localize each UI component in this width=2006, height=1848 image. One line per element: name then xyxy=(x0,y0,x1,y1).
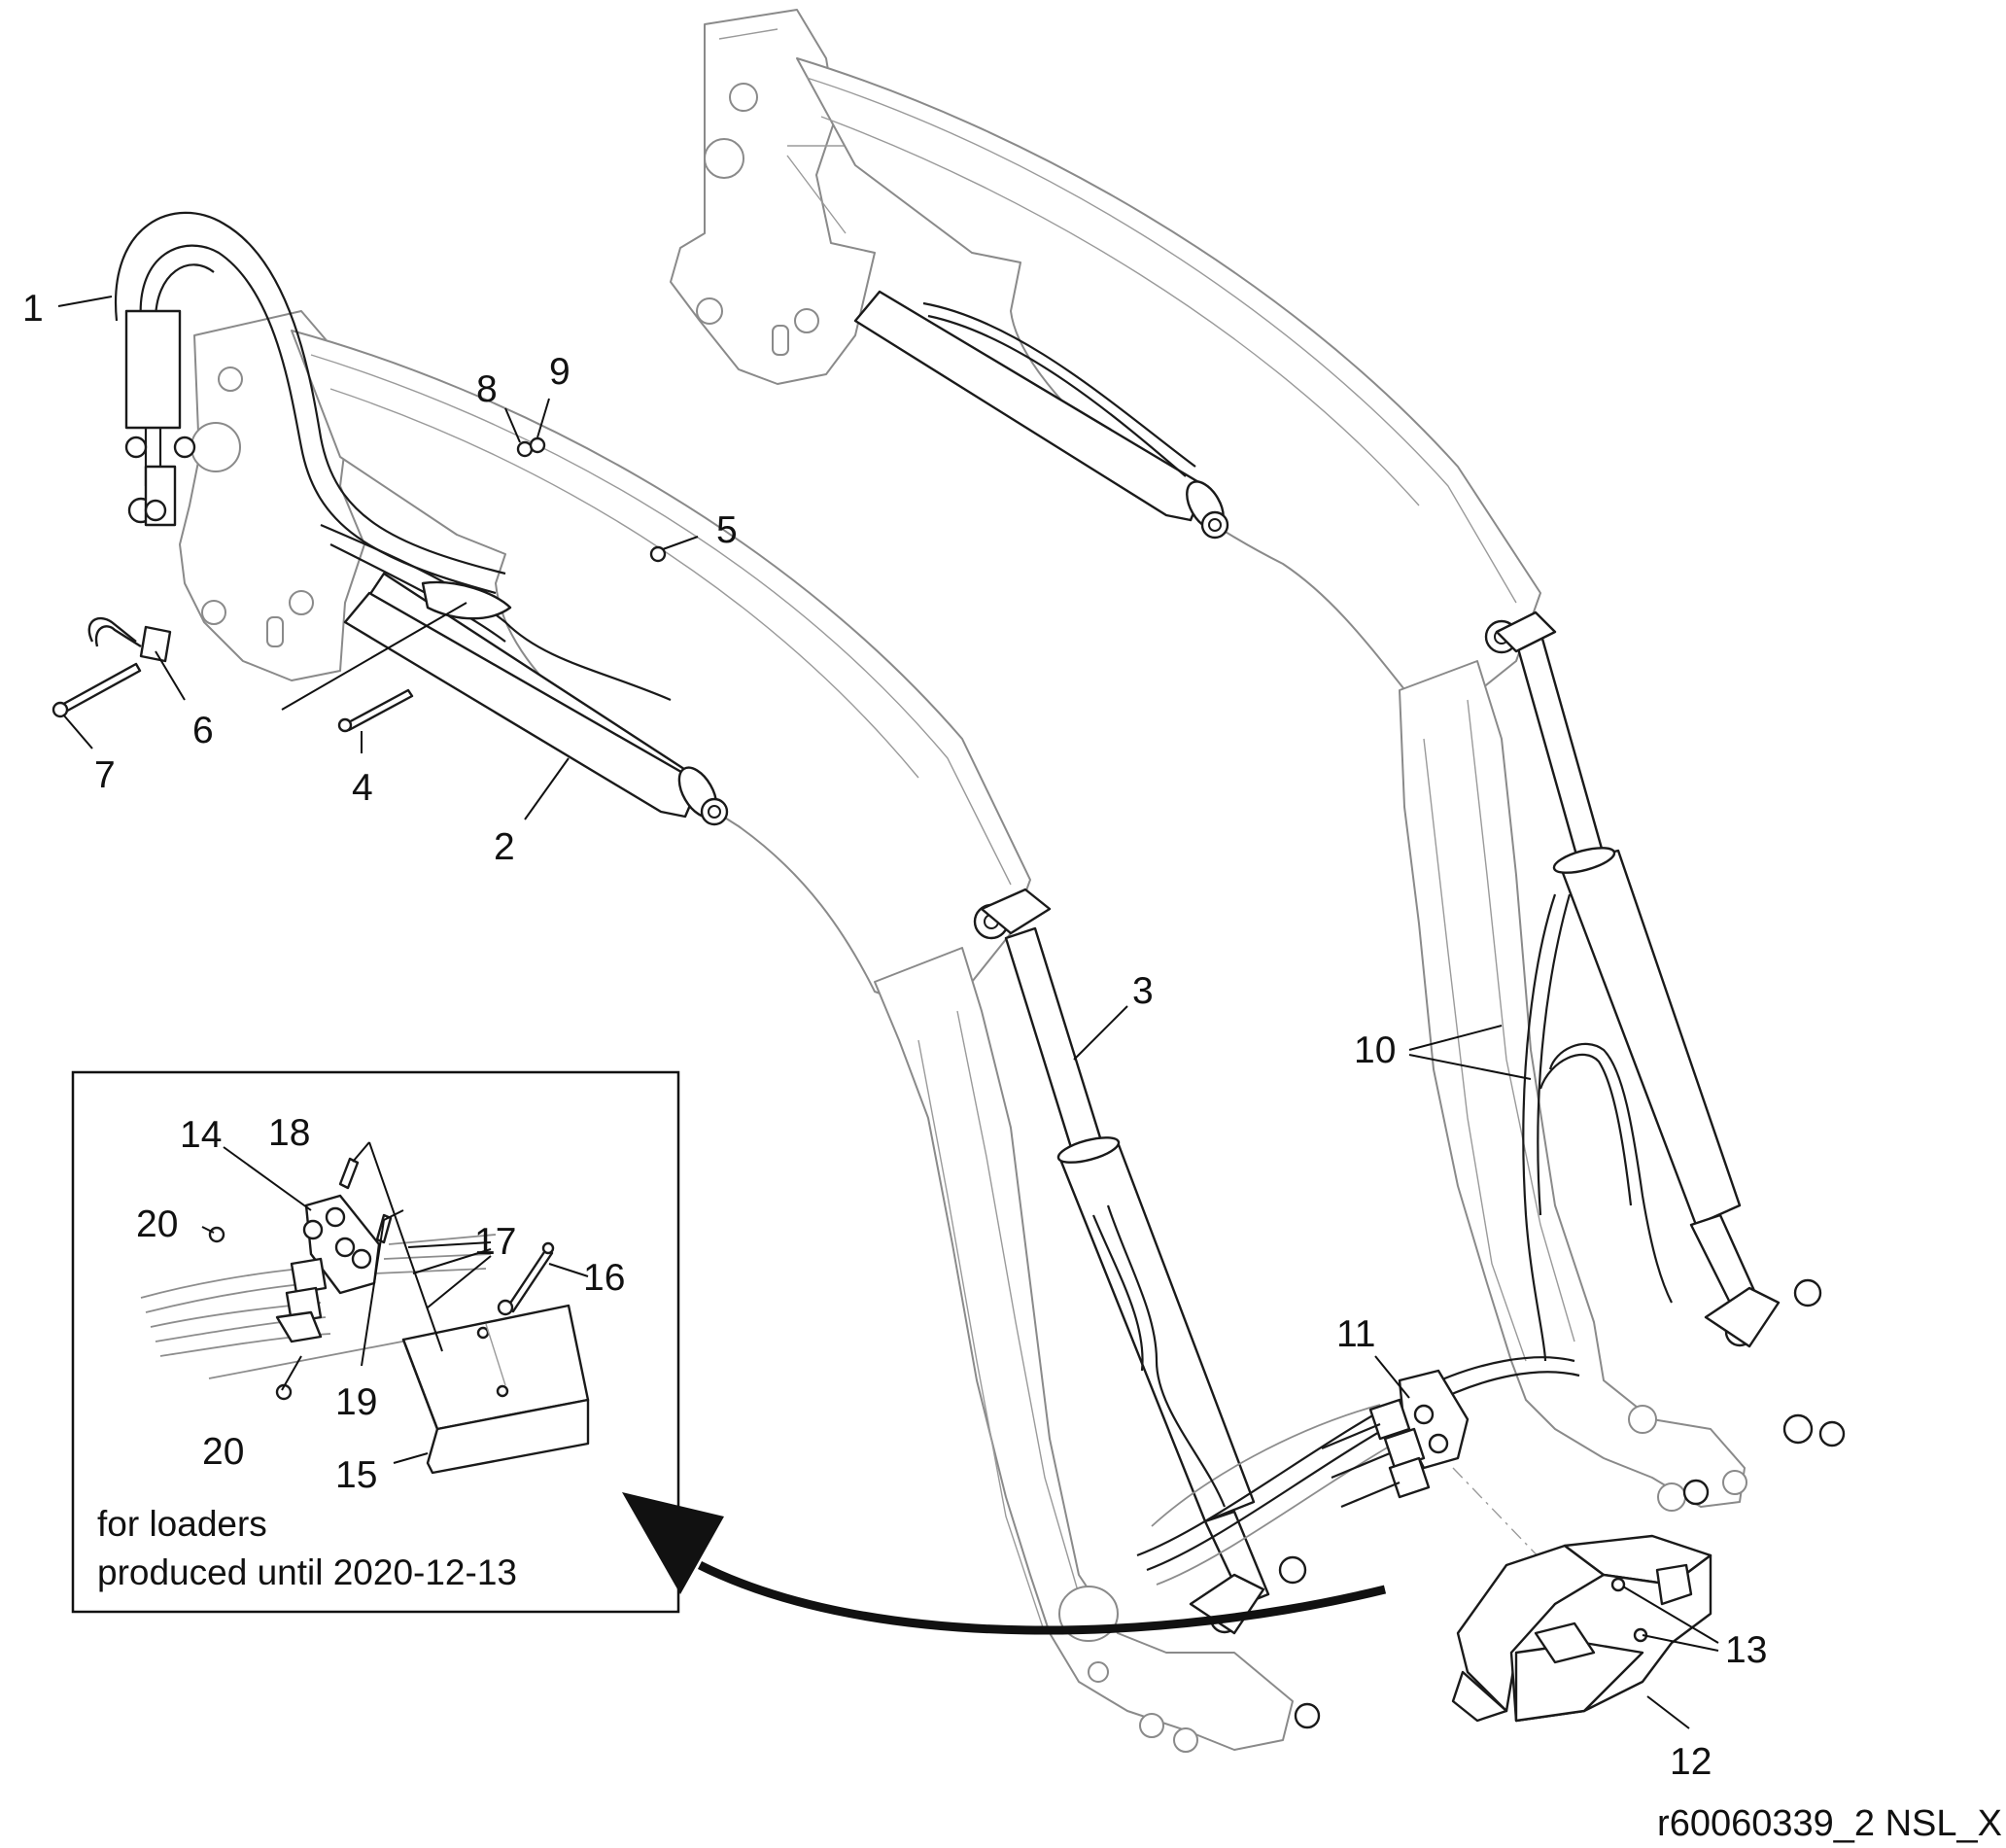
callout-20-lower: 20 xyxy=(202,1431,244,1473)
callout-labels: 1 2 3 4 5 6 7 8 9 10 11 12 13 14 15 16 1… xyxy=(22,288,1767,1783)
callout-13: 13 xyxy=(1725,1629,1767,1671)
inset-note-line1: for loaders xyxy=(97,1504,267,1544)
small-parts xyxy=(52,436,667,733)
callout-10: 10 xyxy=(1354,1029,1396,1071)
callout-18: 18 xyxy=(268,1112,310,1154)
callout-20-upper: 20 xyxy=(136,1203,178,1245)
callout-9: 9 xyxy=(549,351,571,393)
callout-11: 11 xyxy=(1336,1313,1376,1355)
callout-19: 19 xyxy=(335,1381,377,1423)
detail-pointer-arrow xyxy=(622,1492,1387,1635)
callout-14: 14 xyxy=(180,1114,222,1156)
callout-5: 5 xyxy=(716,509,738,551)
callout-15: 15 xyxy=(335,1454,377,1496)
callout-17: 17 xyxy=(474,1221,516,1263)
callout-3: 3 xyxy=(1132,970,1154,1012)
coupler-cover xyxy=(1451,1467,1712,1723)
callout-6: 6 xyxy=(192,710,214,751)
callout-8: 8 xyxy=(476,368,498,410)
callout-12: 12 xyxy=(1670,1741,1712,1783)
multi-coupler-block xyxy=(1321,1369,1470,1509)
callout-1: 1 xyxy=(22,288,44,330)
callout-4: 4 xyxy=(352,767,373,809)
callout-2: 2 xyxy=(494,826,515,868)
leader-lines xyxy=(57,296,1719,1729)
reference-code: r60060339_2 NSL_X xyxy=(1657,1803,2002,1844)
rear-loader-arm xyxy=(670,9,1846,1512)
callout-16: 16 xyxy=(583,1257,625,1299)
inset-note-line2: produced until 2020-12-13 xyxy=(97,1552,517,1592)
callout-7: 7 xyxy=(94,754,116,796)
front-loader-arm xyxy=(179,310,1321,1753)
hydraulic-hoses xyxy=(114,211,1673,1586)
